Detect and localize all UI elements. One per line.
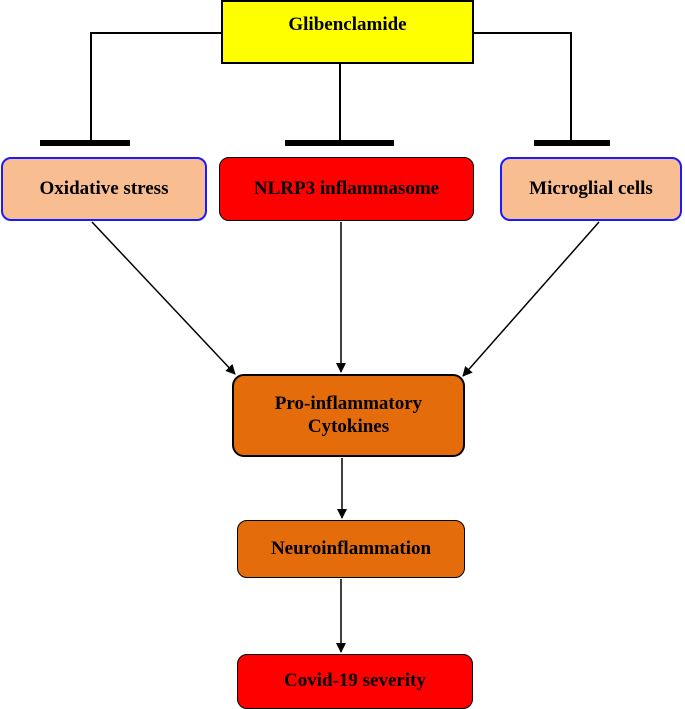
edge-drug-to-oxidative-stress bbox=[40, 32, 222, 146]
node-glibenclamide-label: Glibenclamide bbox=[288, 13, 407, 35]
node-nlrp3-inflammasome-label: NLRP3 inflammasome bbox=[253, 177, 440, 199]
edge-drug-to-microglial-cells bbox=[474, 32, 610, 146]
node-pro-inflammatory-cytokines-label: Pro-inflammatory Cytokines bbox=[274, 392, 423, 437]
node-covid-19-severity-label: Covid-19 severity bbox=[284, 670, 426, 692]
node-oxidative-stress: Oxidative stress bbox=[1, 157, 207, 221]
node-covid-19-severity: Covid-19 severity bbox=[237, 654, 473, 709]
node-glibenclamide: Glibenclamide bbox=[221, 0, 474, 64]
node-neuroinflammation-label: Neuroinflammation bbox=[270, 537, 432, 559]
edge-drug-to-nlrp3 bbox=[285, 64, 394, 146]
node-neuroinflammation: Neuroinflammation bbox=[237, 520, 465, 578]
node-nlrp3-inflammasome: NLRP3 inflammasome bbox=[219, 157, 474, 221]
node-microglial-cells: Microglial cells bbox=[500, 157, 682, 221]
node-microglial-cells-label: Microglial cells bbox=[529, 177, 653, 199]
edge-microglial-cells-to-cytokines bbox=[462, 221, 600, 377]
edge-oxidative-stress-to-cytokines bbox=[91, 221, 236, 375]
node-pro-inflammatory-cytokines: Pro-inflammatory Cytokines bbox=[232, 374, 465, 457]
node-oxidative-stress-label: Oxidative stress bbox=[39, 177, 169, 199]
